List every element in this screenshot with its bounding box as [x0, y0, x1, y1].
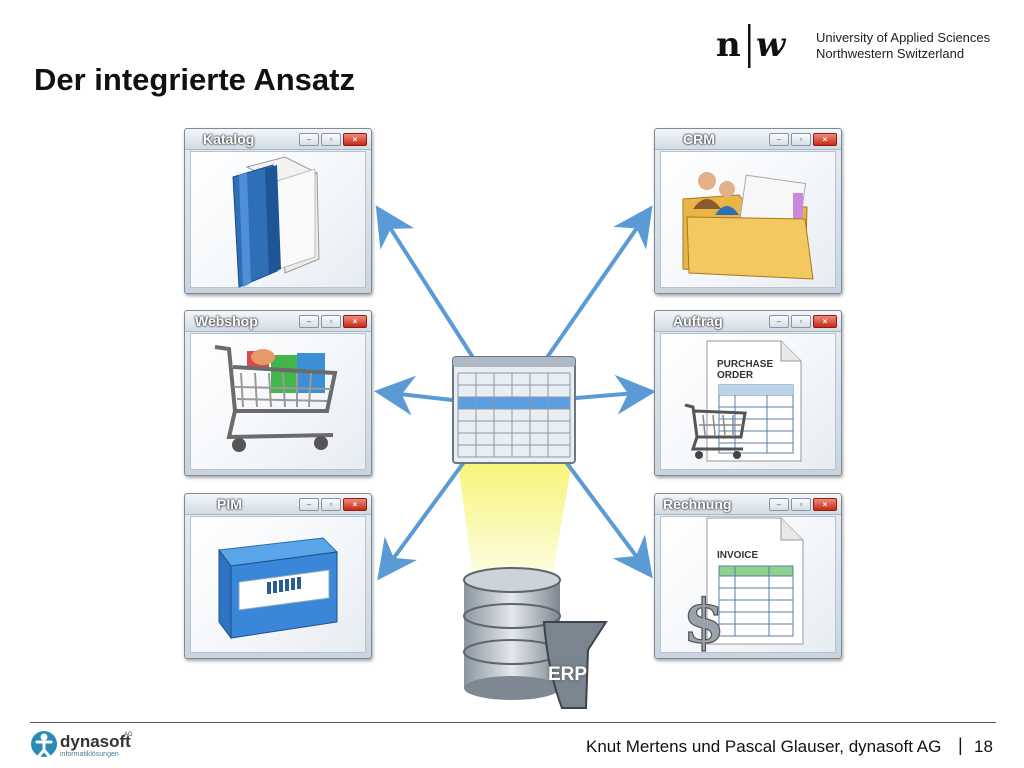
maximize-button[interactable]: ▫ [791, 315, 811, 328]
footer-separator: | [958, 735, 963, 755]
university-line-1: University of Applied Sciences [816, 30, 991, 45]
titlebar[interactable]: Auftrag –▫× [655, 311, 841, 332]
purchase-order-icon: PURCHASE ORDER [684, 340, 802, 462]
minimize-button[interactable]: – [769, 133, 789, 146]
maximize-button[interactable]: ▫ [321, 498, 341, 511]
window-title: Katalog [203, 131, 255, 147]
window-auftrag[interactable]: Auftrag –▫× PURCHASE ORDER [654, 310, 842, 476]
arrow-to-crm [546, 205, 653, 358]
minimize-button[interactable]: – [299, 315, 319, 328]
maximize-button[interactable]: ▫ [321, 133, 341, 146]
product-box-icon [218, 537, 339, 640]
book-icon [232, 156, 320, 288]
database-icon [463, 567, 608, 709]
titlebar[interactable]: Katalog –▫× [185, 129, 371, 150]
window-katalog[interactable]: Katalog –▫× [184, 128, 372, 294]
maximize-button[interactable]: ▫ [791, 498, 811, 511]
window-crm[interactable]: CRM –▫× [654, 128, 842, 294]
slide-title: Der integrierte Ansatz [34, 62, 355, 97]
window-title: Webshop [195, 313, 258, 329]
window-title: CRM [683, 131, 715, 147]
page-number: 18 [974, 737, 993, 756]
svg-text:w: w [756, 25, 787, 65]
minimize-button[interactable]: – [299, 498, 319, 511]
titlebar[interactable]: Rechnung –▫× [655, 494, 841, 515]
doc-label-invoice: INVOICE [717, 550, 758, 561]
minimize-button[interactable]: – [769, 498, 789, 511]
arrow-to-webshop [374, 375, 454, 416]
window-rechnung[interactable]: Rechnung –▫× INVOICE $ [654, 493, 842, 659]
titlebar[interactable]: Webshop –▫× [185, 311, 371, 332]
close-button[interactable]: × [343, 498, 367, 511]
contacts-folder-icon [682, 172, 814, 280]
university-name: University of Applied Sciences Northwest… [816, 30, 990, 62]
fhnw-logo: n w [716, 24, 787, 68]
dynasoft-logo-name: dynasoft [60, 732, 131, 751]
maximize-button[interactable]: ▫ [791, 133, 811, 146]
svg-text:n: n [716, 25, 741, 65]
erp-label: ERP [548, 664, 588, 685]
arrow-to-rechnung [564, 460, 653, 579]
close-button[interactable]: × [343, 315, 367, 328]
dollar-sign-icon: $ [683, 587, 725, 657]
university-line-2: Northwestern Switzerland [816, 46, 965, 61]
minimize-button[interactable]: – [299, 133, 319, 146]
dynasoft-logo-tagline: informatiklösungen [60, 751, 119, 758]
invoice-icon: INVOICE $ [682, 517, 804, 658]
arrow-to-pim [377, 460, 466, 581]
close-button[interactable]: × [343, 133, 367, 146]
minimize-button[interactable]: – [769, 315, 789, 328]
close-button[interactable]: × [813, 133, 837, 146]
titlebar[interactable]: PIM –▫× [185, 494, 371, 515]
highlighted-row [458, 397, 570, 409]
erp-light-beam [458, 462, 572, 600]
window-pim[interactable]: PIM –▫× [184, 493, 372, 659]
doc-label-order: ORDER [717, 370, 754, 381]
footer-divider [30, 722, 996, 723]
window-webshop[interactable]: Webshop –▫× [184, 310, 372, 476]
dynasoft-logo-suffix: AG [124, 732, 133, 738]
close-button[interactable]: × [813, 315, 837, 328]
titlebar[interactable]: CRM –▫× [655, 129, 841, 150]
dynasoft-logo-icon [31, 731, 57, 758]
arrow-to-auftrag [574, 374, 656, 415]
data-table-icon [452, 356, 576, 464]
arrow-to-katalog [375, 205, 474, 358]
erp-badge [542, 621, 608, 709]
doc-label-purchase: PURCHASE [717, 359, 773, 370]
window-title: PIM [217, 496, 242, 512]
footer-authors: Knut Mertens und Pascal Glauser, dynasof… [586, 737, 942, 756]
shopping-cart-icon [214, 345, 338, 452]
maximize-button[interactable]: ▫ [321, 315, 341, 328]
window-title: Auftrag [673, 313, 723, 329]
window-title: Rechnung [663, 496, 732, 512]
close-button[interactable]: × [813, 498, 837, 511]
